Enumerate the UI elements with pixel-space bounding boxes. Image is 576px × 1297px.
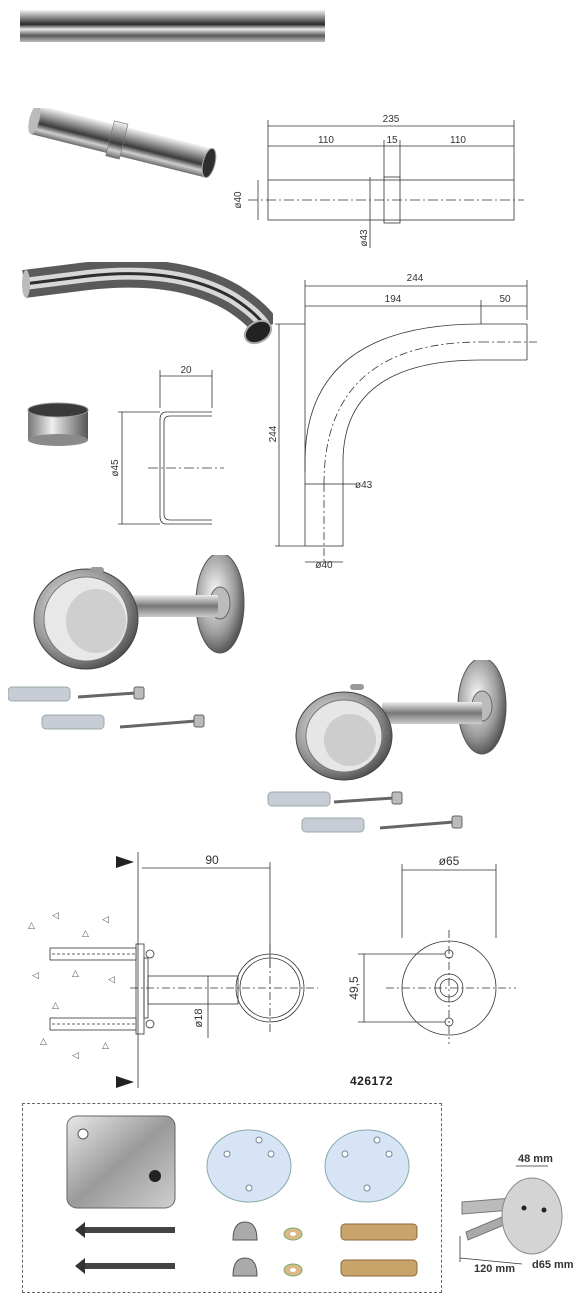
end-cap-drawing: 20 ø45 [110, 365, 224, 525]
cap-nuts [232, 1221, 258, 1277]
elbow-photo [22, 262, 273, 345]
svg-text:◁: ◁ [32, 971, 39, 981]
bracket-dim-projection: 90 [205, 853, 219, 867]
flange-dim-dia: ø65 [439, 854, 460, 868]
bracket-side-drawing: △ ◁ △ ◁ ◁ △ ◁ △ ◁ △ △ 90 ø18 [28, 852, 318, 1088]
bracket-flange-drawing: ø65 49,5 [347, 854, 516, 1044]
product-code: 426172 [350, 1074, 394, 1088]
anchor-top [49, 947, 155, 961]
svg-text:△: △ [52, 1001, 59, 1011]
svg-text:△: △ [28, 921, 35, 931]
bracket-photo-b [267, 660, 507, 833]
screws-a [77, 686, 205, 729]
kit-dim-dia: d65 mm [532, 1259, 574, 1271]
connector-dim-left: 110 [318, 135, 334, 146]
washers [283, 1227, 303, 1277]
svg-text:◁: ◁ [108, 975, 115, 985]
flange-dim-hole-spacing: 49,5 [347, 976, 361, 1000]
steel-plate [66, 1115, 176, 1209]
svg-text:△: △ [40, 1037, 47, 1047]
end-cap-photo [27, 402, 89, 446]
rail-tube-photo [20, 10, 325, 42]
bracket-photo-a [8, 555, 245, 730]
connector-dim-right: 110 [450, 135, 466, 146]
svg-text:△: △ [82, 929, 89, 939]
connector-dim-mid: 15 [386, 135, 398, 146]
svg-text:◁: ◁ [102, 915, 109, 925]
svg-text:◁: ◁ [72, 1051, 79, 1061]
mounting-kit-box [22, 1103, 442, 1293]
tan-wall-plugs [340, 1223, 418, 1277]
acrylic-disc-b [324, 1129, 410, 1203]
elbow-dim-straight: 50 [499, 294, 511, 305]
elbow-dim-height: 244 [268, 425, 279, 442]
acrylic-disc-a [206, 1129, 292, 1203]
bracket-dim-rod-dia: ø18 [193, 1009, 205, 1028]
anchor-bottom [49, 1017, 155, 1031]
cap-dim-depth: 20 [180, 365, 192, 376]
elbow-dim-tube-dia: ø40 [315, 560, 333, 571]
connector-dim-tube-dia: ø40 [233, 191, 244, 209]
elbow-dim-total: 244 [407, 273, 424, 284]
kit-flange-drawing: 48 mm 120 mm d65 mm [459, 1153, 574, 1275]
connector-dim-sleeve-dia: ø43 [359, 229, 370, 247]
kit-parts [66, 1115, 418, 1277]
elbow-dim-arc: 194 [385, 294, 402, 305]
kit-dim-projection: 120 mm [474, 1263, 515, 1275]
connector-drawing: 235 110 15 110 ø40 ø43 [233, 114, 524, 248]
svg-text:△: △ [102, 1041, 109, 1051]
svg-text:◁: ◁ [52, 911, 59, 921]
elbow-drawing: 244 194 50 244 ø43 ø40 [268, 273, 537, 571]
cap-dim-dia: ø45 [110, 459, 121, 477]
elbow-dim-outer-dia: ø43 [355, 480, 373, 491]
wall-plugs-b [267, 791, 365, 833]
wall-plugs-a [8, 686, 105, 730]
connector-dim-total: 235 [383, 114, 400, 125]
svg-text:△: △ [72, 969, 79, 979]
bolts [75, 1222, 175, 1274]
screws-b [333, 791, 463, 830]
connector-photo [28, 108, 217, 179]
kit-dim-hole-spacing: 48 mm [518, 1153, 553, 1165]
